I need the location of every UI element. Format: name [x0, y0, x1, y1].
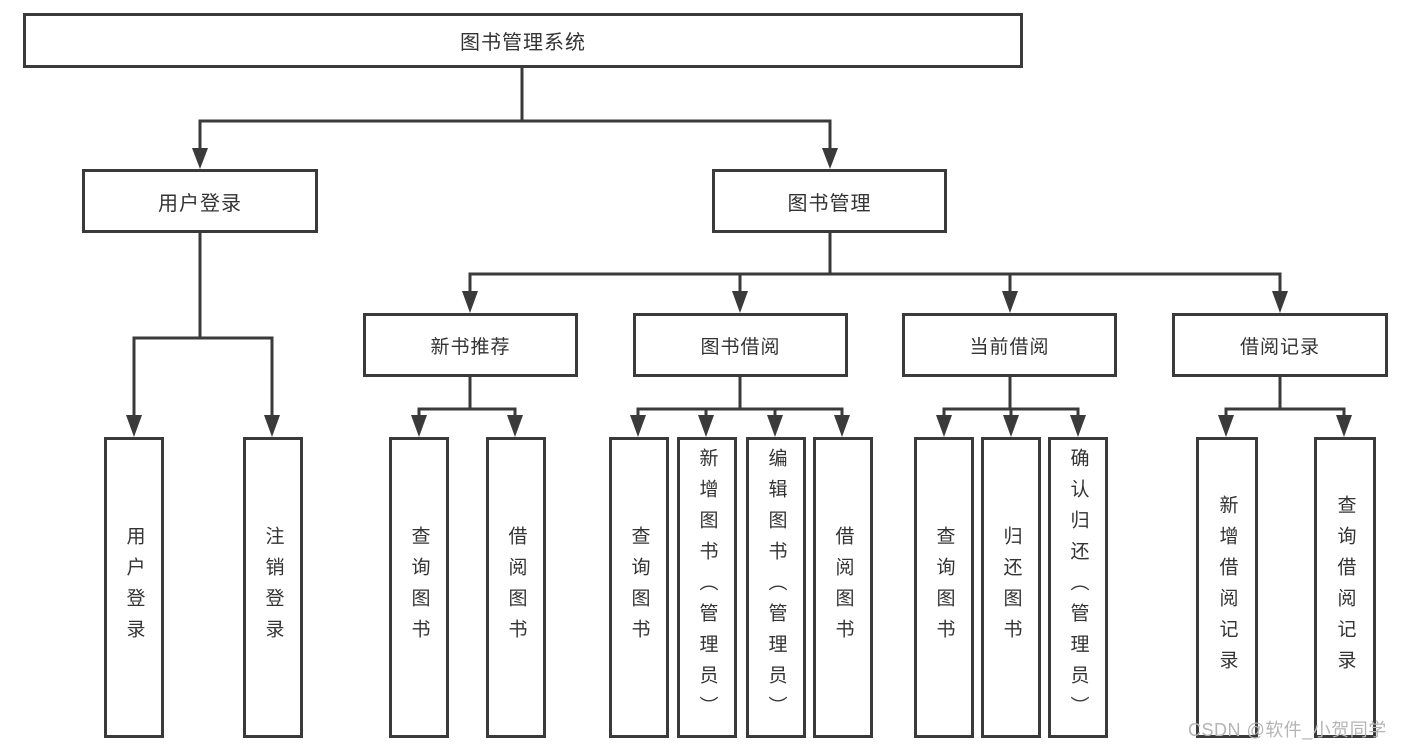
arrow-down-icon — [126, 415, 142, 437]
connector-new-books-children — [417, 377, 517, 420]
arrow-down-icon — [1272, 291, 1288, 313]
arrow-down-icon — [822, 148, 838, 169]
node-query-books-2: 查询图书 — [609, 437, 669, 738]
node-borrow-books-1: 借阅图书 — [486, 437, 546, 738]
arrow-down-icon — [698, 415, 714, 437]
arrow-down-icon — [936, 415, 952, 437]
node-label: 查询图书 — [408, 525, 430, 650]
arrow-down-icon — [462, 291, 478, 313]
node-add-borrow-record: 新增借阅记录 — [1196, 437, 1258, 738]
node-user-login-leaf: 用户登录 — [104, 437, 164, 738]
node-edit-book-admin: 编辑图书（管理员） — [746, 437, 806, 738]
node-query-books-1: 查询图书 — [389, 437, 449, 738]
node-confirm-return-admin: 确认归还（管理员） — [1048, 437, 1108, 738]
connector-book-mgmt-children — [468, 233, 1282, 295]
node-borrow-records: 借阅记录 — [1172, 313, 1388, 377]
node-book-borrow: 图书借阅 — [633, 313, 848, 377]
node-label: 图书管理 — [787, 192, 872, 215]
node-user-login: 用户登录 — [82, 169, 318, 233]
arrow-down-icon — [192, 148, 208, 169]
connector-user-login-children — [132, 233, 274, 420]
node-label: 用户登录 — [123, 525, 145, 650]
node-label: 当前借阅 — [969, 336, 1050, 358]
node-query-books-3: 查询图书 — [914, 437, 974, 738]
node-book-management: 图书管理 — [712, 169, 947, 233]
node-label: 图书管理系统 — [460, 32, 586, 54]
arrow-down-icon — [411, 415, 427, 437]
arrow-down-icon — [1070, 415, 1086, 437]
arrow-down-icon — [1003, 415, 1019, 437]
node-library-system: 图书管理系统 — [23, 13, 1023, 68]
node-label: 新增图书（管理员） — [696, 448, 718, 727]
node-label: 新书推荐 — [430, 336, 511, 358]
arrow-down-icon — [834, 415, 850, 437]
node-new-book-recommend: 新书推荐 — [363, 313, 578, 377]
connector-borrow-records-children — [1224, 377, 1346, 420]
arrow-down-icon — [767, 415, 783, 437]
arrow-down-icon — [1002, 291, 1018, 313]
arrow-down-icon — [732, 291, 748, 313]
arrow-down-icon — [1336, 415, 1352, 437]
connector-current-borrow-children — [942, 377, 1080, 420]
node-logout: 注销登录 — [243, 437, 303, 738]
node-label: 归还图书 — [1000, 525, 1022, 650]
node-return-book: 归还图书 — [981, 437, 1041, 738]
node-label: 查询图书 — [933, 525, 955, 650]
node-current-borrow: 当前借阅 — [902, 313, 1117, 377]
node-label: 新增借阅记录 — [1216, 494, 1238, 681]
arrow-down-icon — [264, 415, 280, 437]
watermark: CSDN @软件_小贺同学 — [1188, 720, 1387, 740]
connector-book-borrow-children — [636, 377, 844, 420]
node-label: 图书借阅 — [700, 336, 781, 358]
node-label: 注销登录 — [262, 525, 284, 650]
node-label: 确认归还（管理员） — [1067, 448, 1089, 727]
node-label: 借阅记录 — [1239, 336, 1320, 358]
arrow-down-icon — [630, 415, 646, 437]
node-label: 查询借阅记录 — [1334, 494, 1356, 681]
connector-root-to-level2 — [198, 68, 832, 150]
arrow-down-icon — [1218, 415, 1234, 437]
node-label: 查询图书 — [628, 525, 650, 650]
node-label: 用户登录 — [158, 192, 242, 215]
node-borrow-books-2: 借阅图书 — [813, 437, 873, 738]
node-label: 借阅图书 — [505, 525, 527, 650]
node-label: 借阅图书 — [832, 525, 854, 650]
node-label: 编辑图书（管理员） — [765, 448, 787, 727]
node-add-book-admin: 新增图书（管理员） — [677, 437, 737, 738]
node-query-borrow-record: 查询借阅记录 — [1314, 437, 1376, 738]
arrow-down-icon — [507, 415, 523, 437]
